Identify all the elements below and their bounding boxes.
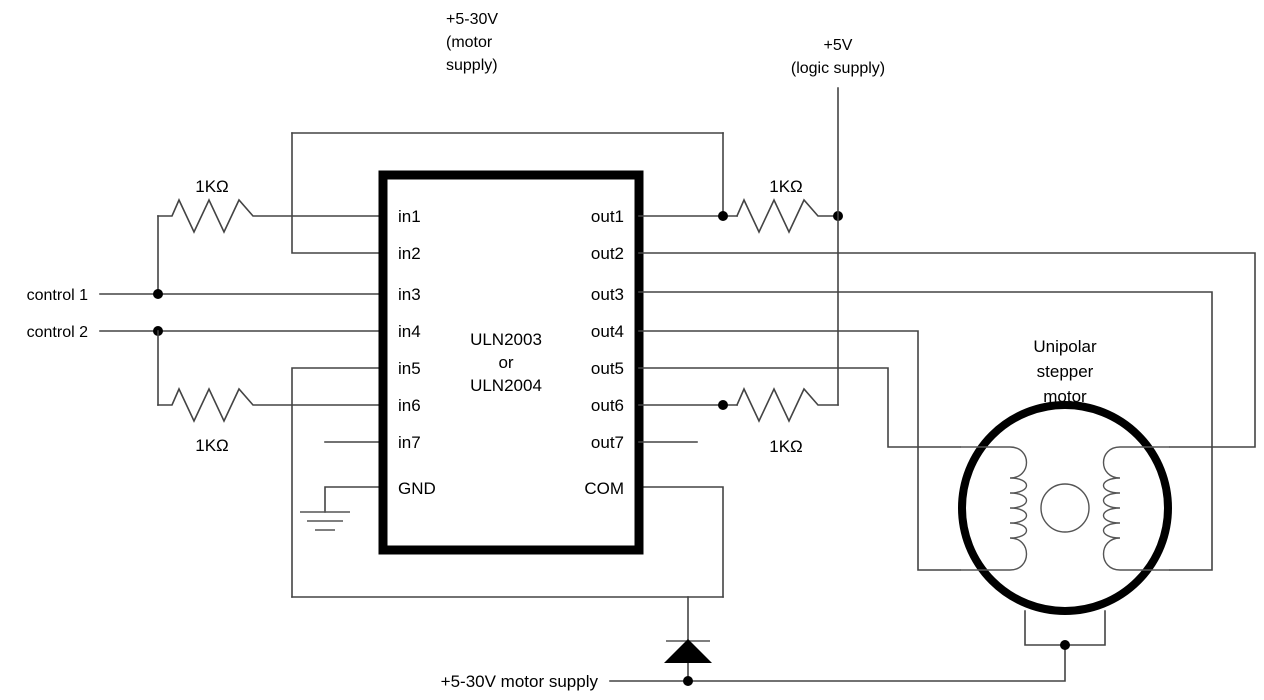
control-1-label: control 1 (27, 287, 88, 304)
pin-label-in6: in6 (398, 396, 421, 415)
bottom-rail-wiring (291, 486, 724, 598)
chip-name-line-3: ULN2004 (470, 376, 542, 395)
motor-label-line-3: motor (1043, 387, 1087, 406)
motor-supply-label-line-3: supply) (446, 57, 498, 74)
control-lines (99, 289, 384, 336)
motor-rotor (1040, 483, 1090, 533)
motor-coil-right (1102, 446, 1170, 571)
resistor-bottom-left-network (157, 330, 384, 423)
motor-supply-label-line-2: (motor (446, 34, 493, 51)
chip-name-line-2: or (498, 353, 513, 372)
motor-coil-left (960, 446, 1028, 571)
resistor-top-left-value: 1KΩ (195, 177, 229, 196)
pin-label-in2: in2 (398, 244, 421, 263)
unipolar-stepper-motor: Unipolar stepper motor (958, 337, 1172, 615)
wire-out4-path (638, 330, 961, 571)
resistor-top-left-network (157, 198, 384, 295)
in5-wiring (291, 367, 384, 598)
uln2003-chip-body (378, 170, 644, 555)
pin-label-com: COM (584, 479, 624, 498)
resistor-top-left-body (157, 198, 384, 234)
resistor-top-right-network (638, 198, 843, 234)
wire-gnd-lead (324, 486, 384, 513)
motor-center-tap-wiring (689, 610, 1106, 682)
junction-dot-out1 (718, 211, 728, 221)
resistor-bottom-right-network (638, 387, 839, 423)
flyback-diode-network (609, 596, 712, 686)
pin-label-out4: out4 (591, 322, 624, 341)
wire-center-tap-bridge (1024, 610, 1106, 646)
wire-out5-to-motor (638, 367, 961, 448)
wire-in5-to-bottom-rail (291, 367, 384, 598)
wire-out4-to-motor (638, 330, 961, 571)
resistor-top-right-body (735, 198, 839, 234)
pin-label-out3: out3 (591, 285, 624, 304)
wire-out3-to-motor (638, 291, 1213, 571)
wire-com-to-bottom-rail (638, 486, 724, 598)
wire-center-tap-to-supply (689, 644, 1066, 682)
wire-out2-to-motor (638, 252, 1256, 448)
pin-label-in5: in5 (398, 359, 421, 378)
pin-label-out1: out1 (591, 207, 624, 226)
resistor-top-right-value: 1KΩ (769, 177, 803, 196)
pin-label-out2: out2 (591, 244, 624, 263)
logic-supply-label-line-1: +5V (824, 37, 853, 54)
logic-supply-label-line-2: (logic supply) (791, 60, 885, 77)
pin-label-in4: in4 (398, 322, 421, 341)
pin-label-out7: out7 (591, 433, 624, 452)
wire-motor-supply-to-in2 (291, 132, 384, 254)
resistor-bottom-right-body (735, 387, 839, 423)
pin-label-in7: in7 (398, 433, 421, 452)
motor-supply-label-line-1: +5-30V (446, 11, 498, 28)
junction-dot-out6 (718, 400, 728, 410)
pin-label-in3: in3 (398, 285, 421, 304)
junction-dot-center-tap (1060, 640, 1070, 650)
resistor-bottom-right-value: 1KΩ (769, 437, 803, 456)
pin-label-in1: in1 (398, 207, 421, 226)
diode-anode-triangle (664, 639, 712, 663)
motor-label-line-1: Unipolar (1033, 337, 1097, 356)
wire-out2-path (638, 252, 1256, 448)
chip-name-line-1: ULN2003 (470, 330, 542, 349)
resistor-bottom-left-body (157, 387, 384, 423)
pin-label-gnd: GND (398, 479, 436, 498)
pin-label-out5: out5 (591, 359, 624, 378)
ground-symbol (300, 486, 384, 531)
wire-out3-path (638, 291, 1213, 571)
motor-outline-circle (958, 401, 1172, 615)
resistor-bottom-left-value: 1KΩ (195, 436, 229, 455)
control-2-label: control 2 (27, 324, 88, 341)
pin-label-out6: out6 (591, 396, 624, 415)
motor-supply-bottom-label: +5-30V motor supply (441, 672, 599, 691)
junction-dot-control-1 (153, 289, 163, 299)
junction-dot-motor-supply-bottom (683, 676, 693, 686)
wire-out5-path (638, 367, 961, 448)
motor-supply-top-wiring (291, 132, 724, 254)
motor-label-line-2: stepper (1037, 362, 1094, 381)
